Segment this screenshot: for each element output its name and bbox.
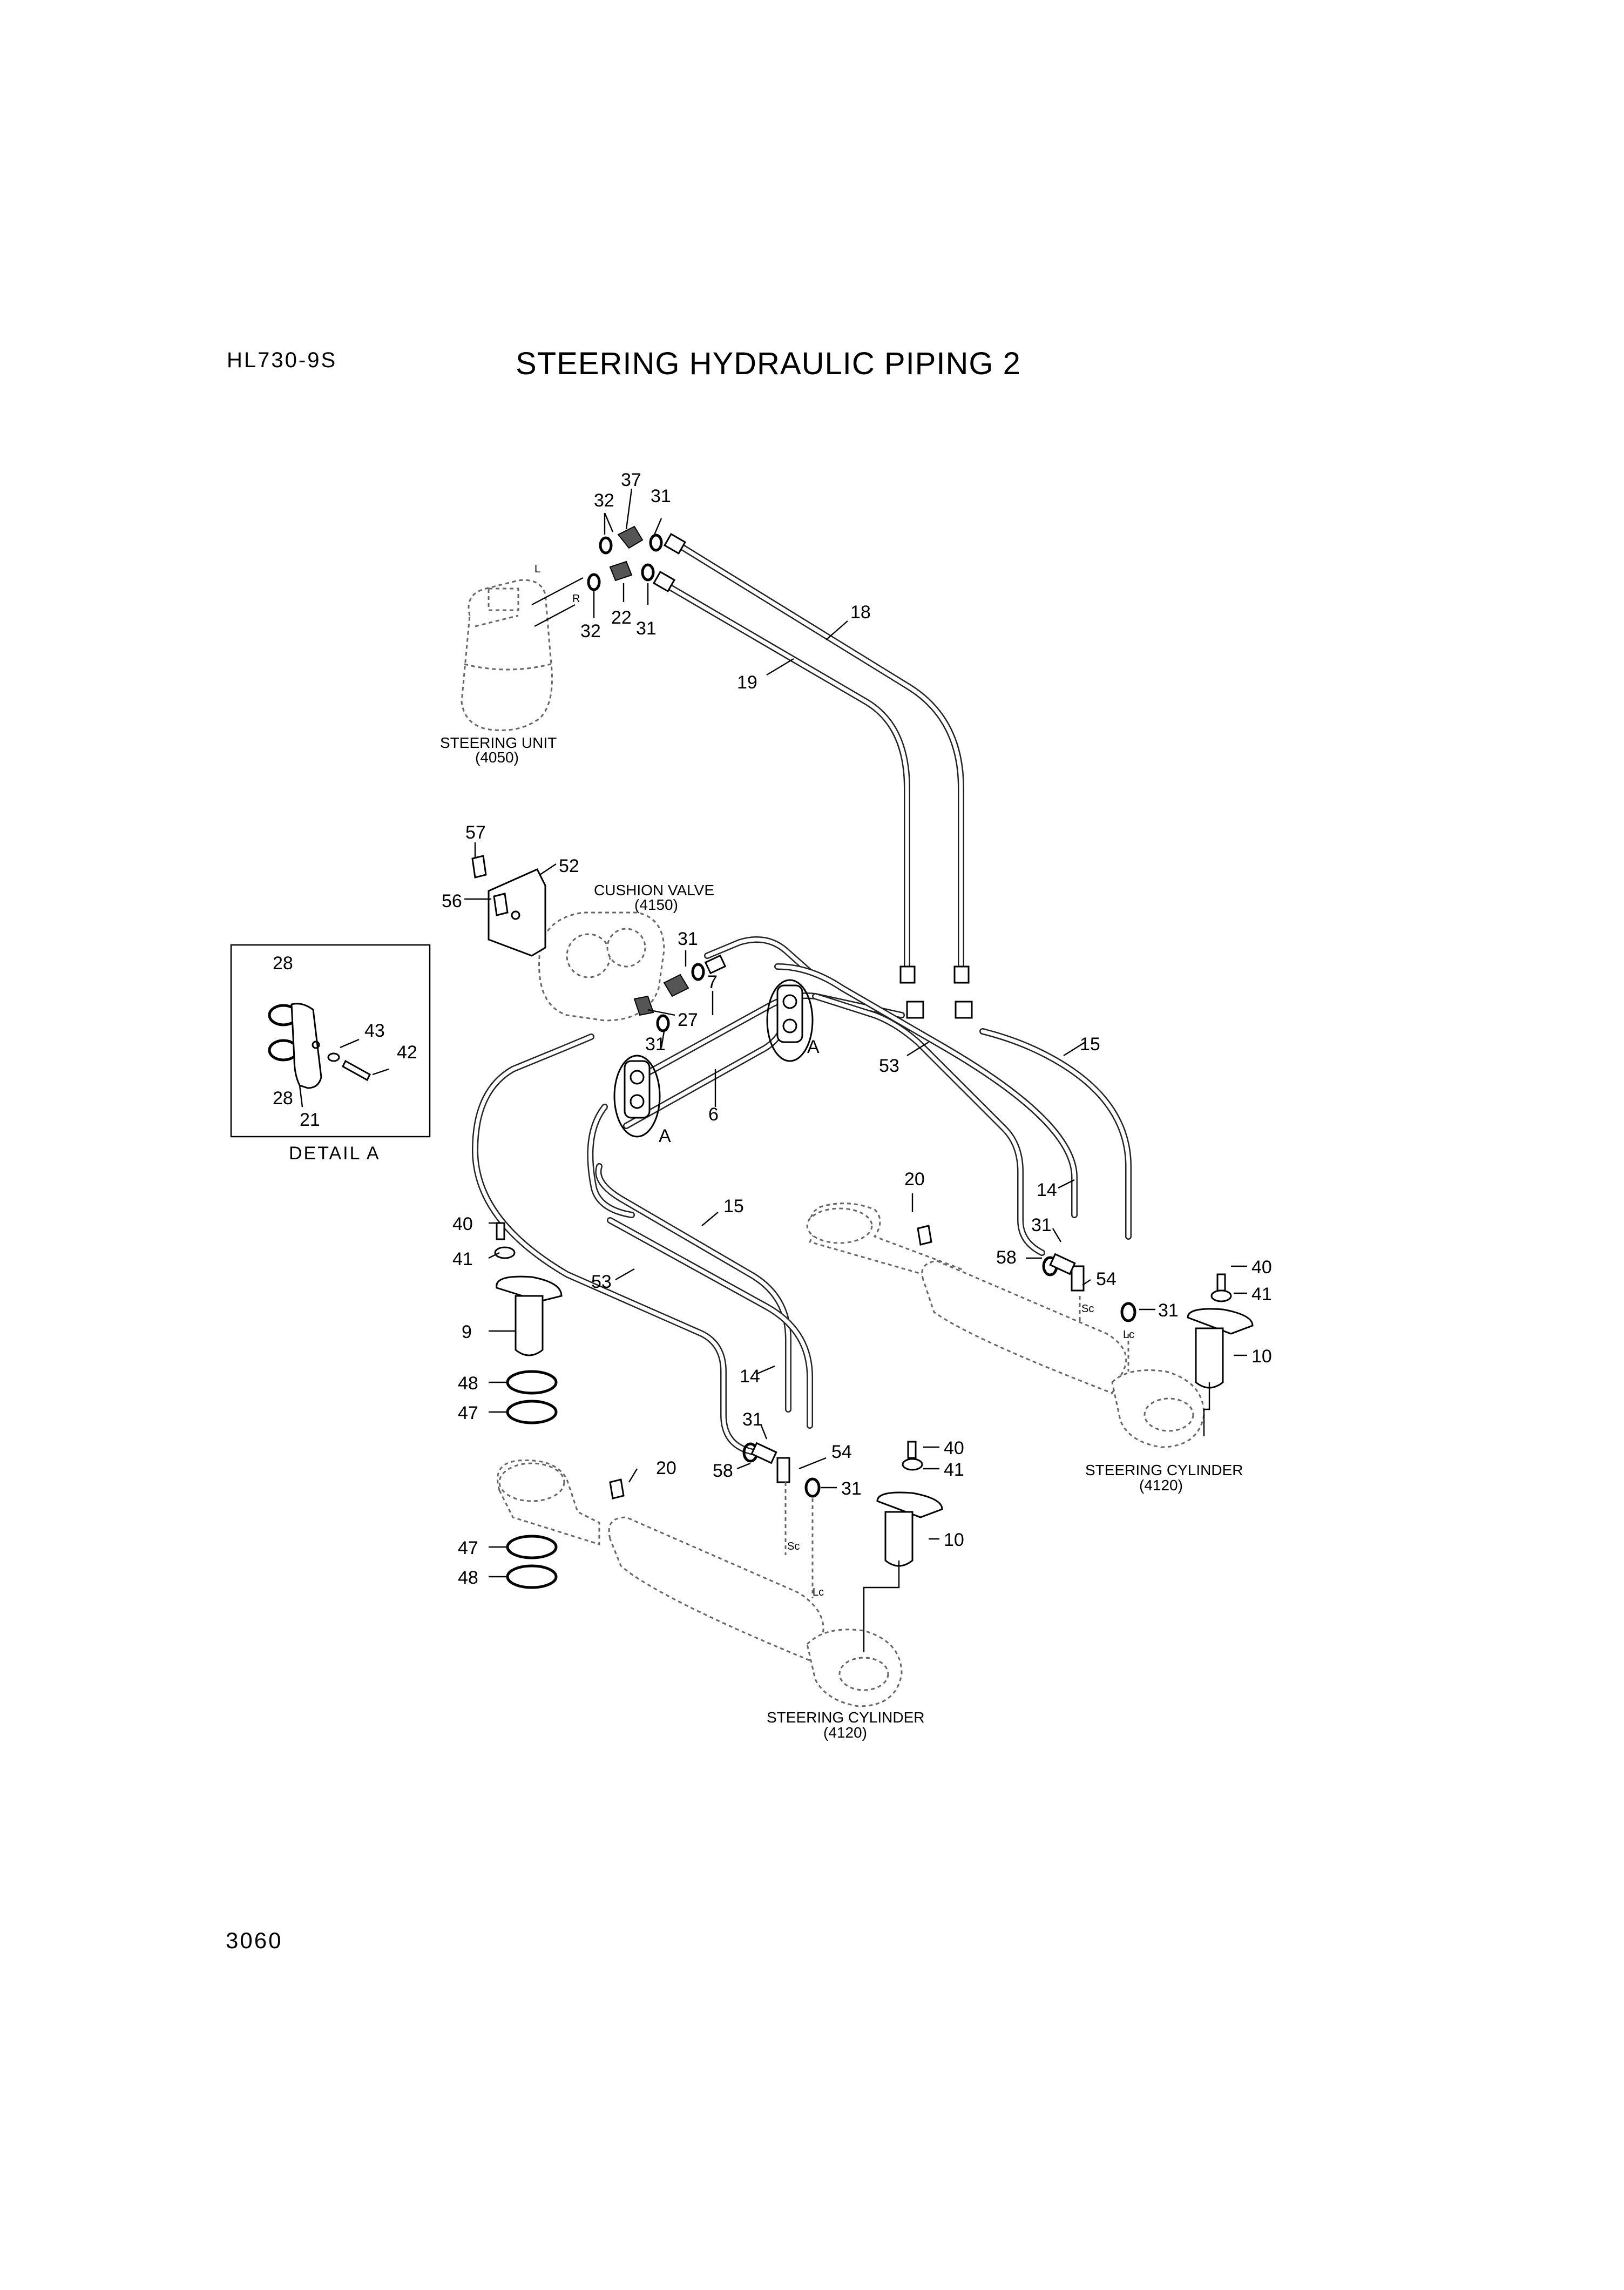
callouts-right: 20 14 31 58 54 31 40 41 10 [904, 1169, 1272, 1367]
callouts-left: 15 40 41 53 9 48 47 14 31 20 58 54 31 40… [452, 1196, 964, 1588]
callout-20: 20 [656, 1458, 676, 1478]
callouts-top: 37 32 31 32 22 31 18 19 [580, 470, 871, 693]
bracket-mark-a1: A [807, 1037, 820, 1057]
callout-31: 31 [742, 1409, 763, 1430]
callout-47: 47 [458, 1538, 478, 1558]
callout-31: 31 [651, 486, 671, 506]
port-marks: L R A A Sc Lc Sc Lc [534, 563, 1134, 1598]
steering-unit-label: STEERING UNIT [440, 734, 557, 751]
callout-15: 15 [1080, 1034, 1100, 1055]
callout-52: 52 [559, 856, 579, 876]
detail-a-box [230, 944, 431, 1138]
callouts-cushion: 57 52 56 31 7 27 31 6 53 15 [442, 822, 1100, 1125]
callout-58: 58 [996, 1247, 1017, 1268]
left-cylinder-pin-left [494, 1222, 563, 1589]
callout-10: 10 [1251, 1346, 1272, 1367]
callout-42: 42 [397, 1042, 417, 1063]
callout-9: 9 [462, 1322, 472, 1342]
port-mark-sc1: Sc [1081, 1303, 1094, 1315]
callout-31: 31 [1031, 1215, 1052, 1235]
left-cylinder-fittings [742, 1442, 821, 1598]
callout-40: 40 [452, 1214, 473, 1234]
steering-cylinder-left [497, 1459, 903, 1707]
callout-31: 31 [636, 618, 657, 639]
callout-48: 48 [458, 1373, 478, 1394]
callout-28: 28 [273, 953, 293, 974]
callout-54: 54 [831, 1442, 852, 1462]
callout-14: 14 [740, 1366, 760, 1387]
callout-48: 48 [458, 1568, 478, 1588]
leader-lines [464, 488, 1247, 1578]
callout-20: 20 [904, 1169, 925, 1190]
steering-cylinder-right-code: (4120) [1139, 1477, 1183, 1494]
callout-15: 15 [723, 1196, 744, 1217]
callout-43: 43 [364, 1021, 385, 1041]
callout-58: 58 [713, 1461, 733, 1481]
cushion-valve-bracket [471, 855, 546, 957]
callout-27: 27 [678, 1010, 698, 1030]
callout-6: 6 [708, 1104, 719, 1125]
steering-cylinder-right-label: STEERING CYLINDER [1085, 1462, 1243, 1478]
left-cylinder-pin-right [863, 1441, 943, 1652]
tee-fittings [899, 965, 973, 1019]
callout-31: 31 [678, 929, 698, 949]
detail-a-caption: DETAIL A [289, 1143, 381, 1164]
port-mark-sc2: Sc [787, 1541, 800, 1552]
callout-10: 10 [944, 1530, 964, 1550]
callout-32: 32 [580, 621, 601, 641]
cushion-valve-fittings [633, 954, 727, 1032]
steering-cylinder-left-code: (4120) [823, 1724, 867, 1741]
detail-a-callouts: 28 43 42 28 21 [273, 953, 417, 1130]
callout-14: 14 [1037, 1180, 1057, 1200]
callout-53: 53 [879, 1056, 899, 1076]
callout-28: 28 [273, 1088, 293, 1109]
callout-57: 57 [465, 822, 486, 843]
page-number: 3060 [226, 1928, 283, 1953]
callout-31: 31 [841, 1478, 862, 1499]
callout-22: 22 [611, 607, 632, 628]
callout-41: 41 [944, 1460, 964, 1480]
port-mark-lc2: Lc [813, 1586, 824, 1598]
steering-unit [461, 579, 553, 731]
callout-53: 53 [591, 1272, 612, 1292]
callout-21: 21 [300, 1110, 320, 1130]
bracket-a-lower [613, 1055, 661, 1138]
steering-unit-fittings [531, 525, 687, 627]
callout-37: 37 [621, 470, 641, 490]
port-mark-r: R [572, 593, 580, 605]
right-cylinder-fittings [1042, 1253, 1136, 1372]
steering-cylinder-left-label: STEERING CYLINDER [767, 1709, 925, 1726]
callout-54: 54 [1096, 1269, 1116, 1289]
component-labels: STEERING UNIT (4050) CUSHION VALVE (4150… [289, 734, 1243, 1741]
callout-40: 40 [1251, 1257, 1272, 1278]
cushion-valve-label: CUSHION VALVE [594, 882, 714, 899]
page-title: STEERING HYDRAULIC PIPING 2 [516, 346, 1021, 381]
bracket-mark-a2: A [659, 1126, 671, 1146]
steering-unit-code: (4050) [475, 749, 519, 766]
port-mark-l: L [534, 563, 540, 575]
cushion-valve [538, 911, 665, 1022]
right-cylinder-pin [1187, 1273, 1254, 1436]
callout-31: 31 [1158, 1300, 1179, 1321]
callout-32: 32 [594, 490, 614, 511]
port-mark-lc1: Lc [1123, 1329, 1134, 1341]
callout-31: 31 [645, 1034, 666, 1055]
callout-47: 47 [458, 1403, 478, 1423]
callout-41: 41 [1251, 1284, 1272, 1305]
callout-7: 7 [707, 972, 718, 992]
callout-56: 56 [442, 891, 462, 911]
callout-19: 19 [737, 672, 757, 693]
model-code: HL730-9S [227, 348, 337, 372]
callout-41: 41 [452, 1249, 473, 1269]
steering-cylinder-right [806, 1203, 1205, 1448]
bracket-a-upper [766, 979, 814, 1062]
cushion-valve-code: (4150) [634, 896, 678, 913]
callout-40: 40 [944, 1438, 964, 1458]
callout-18: 18 [850, 602, 871, 623]
